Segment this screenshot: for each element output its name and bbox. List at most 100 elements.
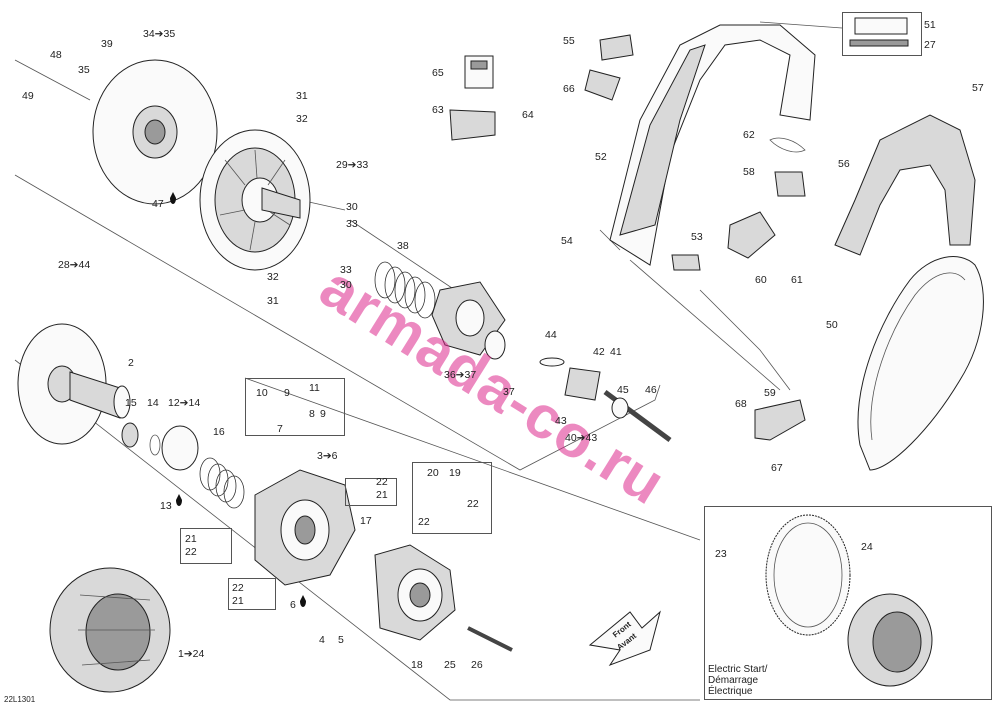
callout: 56 (838, 158, 850, 170)
callout: 62 (743, 129, 755, 141)
bushing-box-lower (228, 578, 276, 610)
sliding-sheave-drawing (199, 129, 311, 271)
fixed-sheave-drawing (17, 323, 131, 445)
callout: 58 (743, 166, 755, 178)
callout: 11 (309, 382, 320, 394)
driven-sheave-drawing (92, 59, 218, 205)
spring-group-drawing (121, 422, 245, 509)
callout: 21 (185, 533, 197, 545)
caption-line-1: Electric Start/ (708, 664, 768, 675)
callout: 33 (346, 218, 358, 230)
decal-drawings (464, 17, 909, 89)
callout: 50 (826, 319, 838, 331)
callout: 51 (924, 19, 936, 31)
callout: 47 (152, 198, 164, 210)
callout: 52 (595, 151, 607, 163)
callout: 32 (267, 271, 279, 283)
callout: 64 (522, 109, 534, 121)
grease-icon (300, 595, 306, 607)
grease-icon (170, 192, 176, 204)
front-arrow-drawing (588, 610, 661, 667)
callout: 59 (764, 387, 776, 399)
callout: 27 (924, 39, 936, 51)
callout: 37 (503, 386, 515, 398)
callout: 13 (160, 500, 172, 512)
callout: 34➔35 (143, 28, 176, 40)
callout: 23 (715, 548, 727, 560)
callout: 63 (432, 104, 444, 116)
callout: 31 (267, 295, 279, 307)
callout: 60 (755, 274, 767, 286)
callout: 61 (791, 274, 803, 286)
ring-gear-drawing (765, 514, 933, 687)
callout: 22 (376, 476, 388, 488)
callout: 10 (256, 387, 268, 399)
guard-support-drawing (609, 24, 816, 266)
movable-sheave-drawing (374, 544, 513, 652)
callout: 24 (861, 541, 873, 553)
callout: 57 (972, 82, 984, 94)
callout: 41 (610, 346, 622, 358)
bracket-drawings (449, 34, 806, 441)
callout: 25 (444, 659, 456, 671)
callout: 22 (232, 582, 244, 594)
callout: 17 (360, 515, 372, 527)
callout: 21 (376, 489, 388, 501)
callout: 30 (346, 201, 358, 213)
shaft-parts-box (412, 462, 492, 534)
callout: 3➔6 (317, 450, 338, 462)
rollers-box (245, 378, 345, 436)
callout: 67 (771, 462, 783, 474)
callout: 8 (309, 408, 315, 420)
callout: 18 (411, 659, 423, 671)
callout: 22 (418, 516, 430, 528)
electric-start-caption: Electric Start/ Démarrage Électrique (708, 664, 767, 697)
callout: 5 (338, 634, 344, 646)
electric-start-box (704, 506, 992, 700)
callout: 28➔44 (58, 259, 91, 271)
callout: 22 (185, 546, 197, 558)
callout: 31 (296, 90, 308, 102)
callout: 26 (471, 659, 483, 671)
callout: 53 (691, 231, 703, 243)
engine-drawing (49, 567, 171, 693)
callout: 7 (277, 423, 283, 435)
grease-icon (176, 494, 182, 506)
caption-line-2: Démarrage (708, 675, 759, 686)
callout: 36➔37 (444, 369, 477, 381)
callout: 38 (397, 240, 409, 252)
callout: 15 (125, 397, 137, 409)
callout: 44 (545, 329, 557, 341)
callout: 6 (290, 599, 296, 611)
callout: 48 (50, 49, 62, 61)
callout: 43 (555, 415, 567, 427)
callout: 33 (340, 264, 352, 276)
callout: 49 (22, 90, 34, 102)
callout: 21 (232, 595, 244, 607)
callout: 9 (284, 387, 290, 399)
callout: 14 (147, 397, 159, 409)
callout: 65 (432, 67, 444, 79)
figure-id: 22L1301 (4, 695, 36, 704)
spring-cam-drawing (374, 261, 672, 443)
decal-box (842, 12, 922, 56)
grease-icons (170, 192, 306, 607)
callout: 20 (427, 467, 439, 479)
callout: 12➔14 (168, 397, 201, 409)
callout: 22 (467, 498, 479, 510)
callout: 39 (101, 38, 113, 50)
callout: 1➔24 (178, 648, 205, 660)
callout: 32 (296, 113, 308, 125)
callout: 9 (320, 408, 326, 420)
callout: 54 (561, 235, 573, 247)
callout: 40➔43 (565, 432, 598, 444)
fasteners-box (345, 478, 397, 506)
callout: 45 (617, 384, 629, 396)
callout: 68 (735, 398, 747, 410)
callout: 4 (319, 634, 325, 646)
callout: 66 (563, 83, 575, 95)
caption-line-3: Électrique (708, 686, 753, 697)
bushing-box-upper (180, 528, 232, 564)
